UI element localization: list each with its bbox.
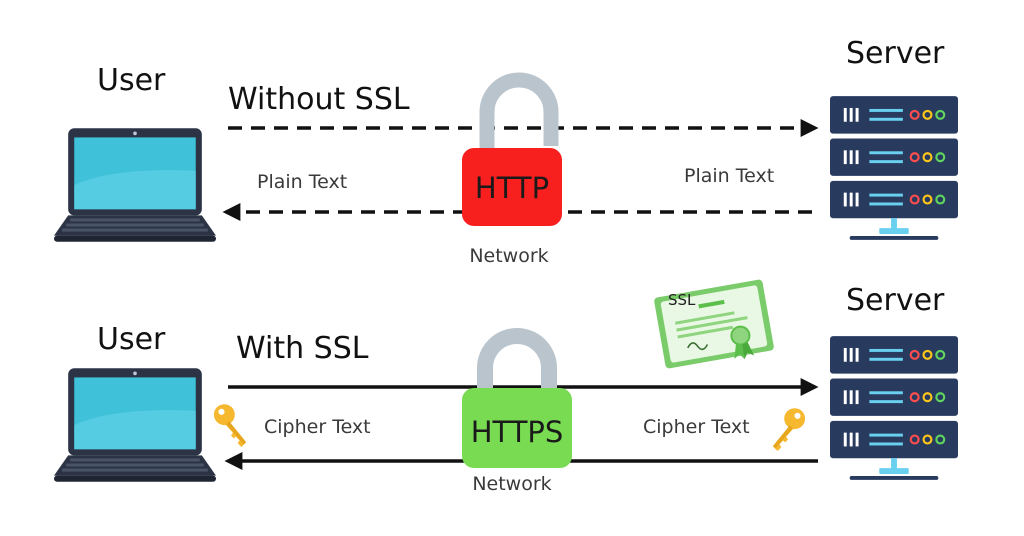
without-ssl-title: Without SSL xyxy=(228,82,410,117)
shackle-closed xyxy=(477,328,557,392)
padlock-icon xyxy=(462,328,572,468)
server-label-bottom: Server xyxy=(846,283,945,318)
https-section: User Server With SSL SSL Ciph xyxy=(54,279,958,495)
network-label-bottom: Network xyxy=(472,473,551,495)
server-rack-icon xyxy=(830,96,958,241)
user-label-top: User xyxy=(97,63,166,98)
key-icon xyxy=(213,404,247,447)
ssl-certificate-label: SSL xyxy=(668,291,696,309)
laptop-icon xyxy=(54,128,216,242)
plain-text-right: Plain Text xyxy=(684,165,774,187)
http-section: User Server Without SSL Plain Text Plain… xyxy=(54,36,958,267)
laptop-icon xyxy=(54,368,216,482)
network-label-top: Network xyxy=(469,245,548,267)
https-lock-body xyxy=(462,388,572,468)
key-icon xyxy=(772,408,806,451)
user-label-bottom: User xyxy=(97,322,166,357)
with-ssl-title: With SSL xyxy=(236,331,369,366)
server-rack-icon xyxy=(830,336,958,481)
server-label-top: Server xyxy=(846,36,945,71)
http-lock-body xyxy=(462,148,562,226)
cipher-text-right: Cipher Text xyxy=(643,416,750,438)
cipher-text-left: Cipher Text xyxy=(264,416,371,438)
padlock-icon xyxy=(462,72,562,226)
shackle-open xyxy=(479,72,559,148)
plain-text-left: Plain Text xyxy=(257,171,347,193)
ssl-certificate-icon xyxy=(654,279,774,369)
https-label: HTTPS xyxy=(471,415,564,449)
http-label: HTTP xyxy=(475,171,549,205)
